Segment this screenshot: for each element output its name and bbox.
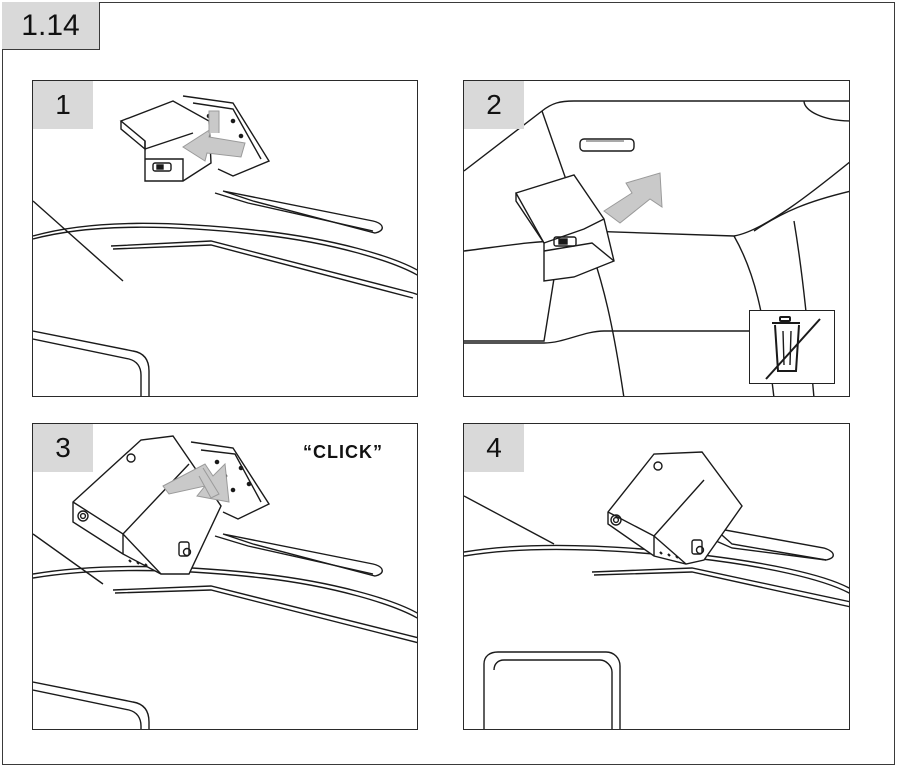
step-1-illustration xyxy=(33,95,417,396)
step-2-illustration xyxy=(464,81,849,396)
direction-arrow-icon xyxy=(603,172,663,224)
disposal-symbol xyxy=(749,310,835,384)
step-number: 3 xyxy=(33,424,93,472)
click-sound-label: “CLICK” xyxy=(303,442,383,462)
step-number: 2 xyxy=(464,81,524,129)
crossed-out-bin-icon xyxy=(765,316,821,380)
step-panel-1: 1 xyxy=(32,80,418,397)
step-panel-3: 3 “CLICK” xyxy=(32,423,418,730)
step-number: 1 xyxy=(33,81,93,129)
step-panel-4: 4 xyxy=(463,423,850,730)
step-4-illustration xyxy=(464,451,849,729)
direction-arrow-icon xyxy=(182,127,246,162)
step-number: 4 xyxy=(464,424,524,472)
step-3-illustration xyxy=(33,435,417,729)
step-panel-2: 2 xyxy=(463,80,850,397)
section-number: 1.14 xyxy=(2,2,100,50)
